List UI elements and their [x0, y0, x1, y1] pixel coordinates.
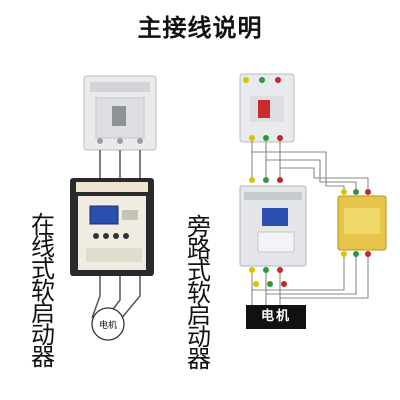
- bypass-contactor: [337, 189, 387, 257]
- left-circuit-breaker: [83, 75, 157, 151]
- label-bypass-soft-starter: 旁路式 软启动 器: [187, 213, 211, 373]
- label-inline-soft-starter: 在线式 软启动 器: [31, 211, 55, 371]
- right-circuit-breaker: [239, 73, 295, 143]
- left-motor-label: 电机: [98, 321, 117, 331]
- right-soft-starter: [239, 177, 307, 273]
- left-breaker-wires: [99, 150, 141, 178]
- right-wiring: [251, 141, 369, 305]
- right-phase-terminals: [253, 281, 287, 287]
- left-motor-circle: [91, 307, 125, 341]
- left-soft-starter: [70, 178, 154, 276]
- right-motor-label: 电机: [246, 305, 306, 329]
- diagram-title: 主接线说明: [137, 14, 263, 42]
